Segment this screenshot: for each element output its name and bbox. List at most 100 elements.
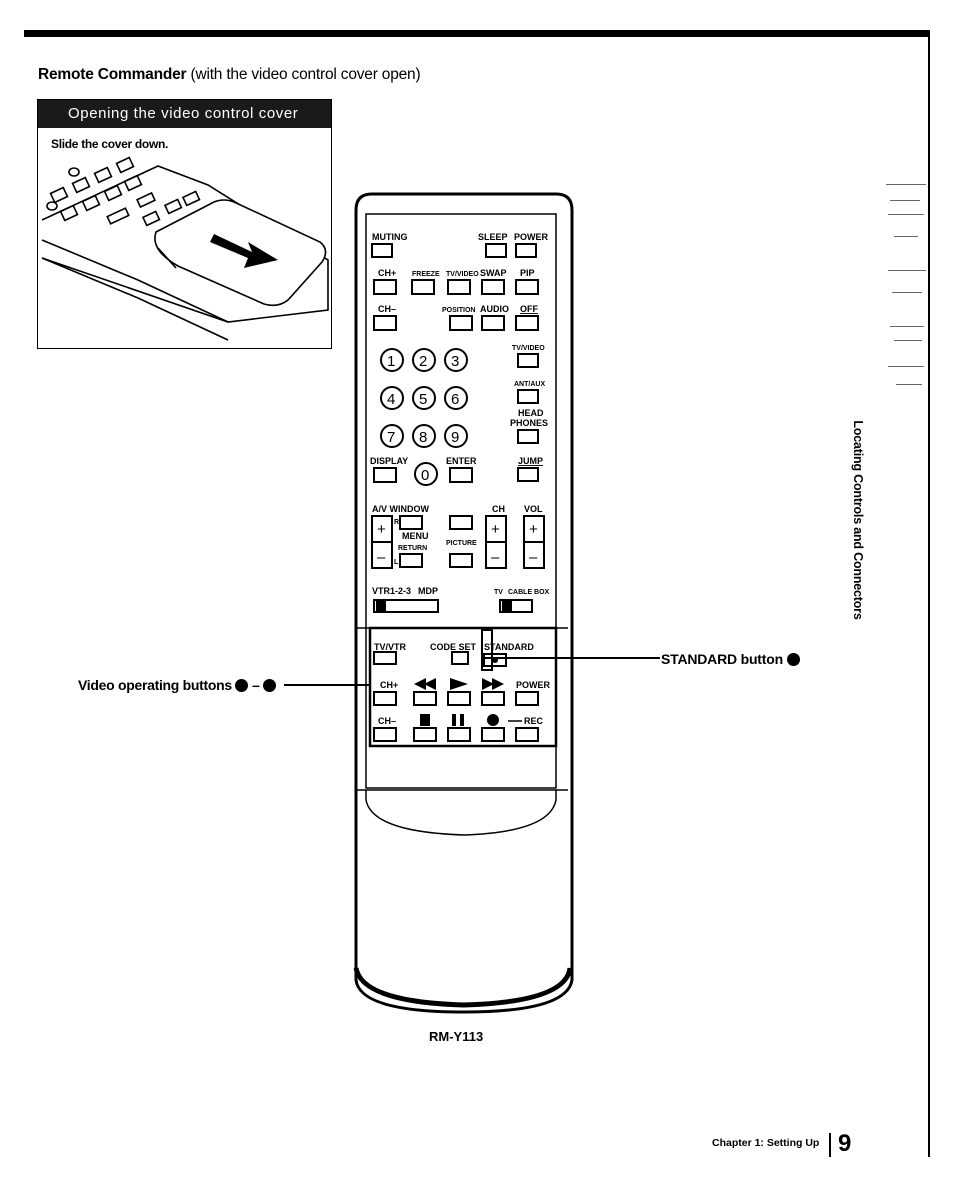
stop-button[interactable] xyxy=(413,727,437,742)
play-button[interactable] xyxy=(447,691,471,706)
digit-2-button[interactable] xyxy=(412,348,436,372)
ch-plus-button[interactable] xyxy=(373,279,397,295)
jump-label: JUMP xyxy=(518,456,543,466)
jump-button[interactable] xyxy=(517,467,539,482)
digit-6-button[interactable] xyxy=(444,386,468,410)
ch-minus-vtr-button[interactable] xyxy=(373,727,397,742)
picture-minus-button[interactable] xyxy=(449,553,473,568)
digit-6-label: 6 xyxy=(451,391,459,408)
display-label: DISPLAY xyxy=(370,456,408,466)
ref-mark-icon xyxy=(263,679,277,692)
ch-minus-vtr-label: CH– xyxy=(378,716,396,726)
r-label: R xyxy=(394,519,399,526)
video-operating-label: Video operating buttons – xyxy=(78,677,277,693)
cover-illustration xyxy=(41,156,329,341)
digit-8-button[interactable] xyxy=(412,424,436,448)
rewind-button[interactable] xyxy=(413,691,437,706)
digit-7-label: 7 xyxy=(387,429,395,446)
code-set-button[interactable] xyxy=(451,651,469,665)
digit-4-button[interactable] xyxy=(380,386,404,410)
muting-button[interactable] xyxy=(371,243,393,258)
vtr-switch[interactable] xyxy=(373,599,439,613)
pip-button[interactable] xyxy=(515,279,539,295)
ant-aux-button[interactable] xyxy=(517,389,539,404)
ch-label: CH xyxy=(492,504,505,514)
pip-label: PIP xyxy=(520,268,535,278)
standard-label-text: STANDARD button xyxy=(661,651,783,667)
tv-vtr-button[interactable] xyxy=(373,651,397,665)
digit-4-label: 4 xyxy=(387,391,395,408)
digit-0-button[interactable] xyxy=(414,462,438,486)
vol-plus: + xyxy=(529,521,538,538)
off-button[interactable] xyxy=(515,315,539,331)
ch-plus-label: CH+ xyxy=(378,268,396,278)
standard-label: STANDARD xyxy=(484,642,534,652)
ch-minus-button[interactable] xyxy=(373,315,397,331)
digit-0-label: 0 xyxy=(421,467,429,484)
rec-label: REC xyxy=(524,716,544,726)
l-label: L xyxy=(394,559,399,566)
digit-9-label: 9 xyxy=(451,429,459,446)
freeze-button[interactable] xyxy=(411,279,435,295)
picture-plus-button[interactable] xyxy=(449,515,473,530)
tv-vtr-label: TV/VTR xyxy=(374,642,407,652)
code-set-label: CODE SET xyxy=(430,642,477,652)
pause-button[interactable] xyxy=(447,727,471,742)
av-window-label: A/V WINDOW xyxy=(372,504,429,514)
ref-mark-icon xyxy=(786,653,800,666)
ant-aux-label: ANT/AUX xyxy=(514,381,545,388)
position-label: POSITION xyxy=(442,307,475,314)
heading-bold: Remote Commander xyxy=(38,66,187,83)
ch-rocker-plus: + xyxy=(491,521,500,538)
picture-label: PICTURE xyxy=(446,540,477,547)
audio-button[interactable] xyxy=(481,315,505,331)
inset-title: Opening the video control cover xyxy=(38,100,331,128)
standard-button-label: STANDARD button xyxy=(661,651,800,667)
side-section-title: Locating Controls and Connectors xyxy=(851,420,865,620)
ch-plus-vtr-label: CH+ xyxy=(380,680,398,690)
video-label-text: Video operating buttons xyxy=(78,677,232,693)
r-button[interactable] xyxy=(399,515,423,530)
digit-9-button[interactable] xyxy=(444,424,468,448)
vtr-power-button[interactable] xyxy=(515,691,539,706)
stop-icon xyxy=(420,714,430,726)
power-label: POWER xyxy=(514,232,549,242)
headphones-button[interactable] xyxy=(517,429,539,444)
power-button[interactable] xyxy=(515,243,537,258)
vol-label: VOL xyxy=(524,504,543,514)
video-callout-line xyxy=(284,684,370,686)
standard-button[interactable] xyxy=(483,653,507,667)
window-minus: – xyxy=(377,549,386,566)
record-button[interactable] xyxy=(481,727,505,742)
rewind-icon xyxy=(414,678,436,690)
digit-1-button[interactable] xyxy=(380,348,404,372)
vtr-switch-knob xyxy=(376,600,386,612)
display-button[interactable] xyxy=(373,467,397,483)
tv-video-button[interactable] xyxy=(447,279,471,295)
return-label: RETURN xyxy=(398,545,427,552)
return-button[interactable] xyxy=(399,553,423,568)
tv-label: TV xyxy=(494,589,503,596)
ch-rocker-minus: – xyxy=(491,549,500,566)
ch-plus-vtr-button[interactable] xyxy=(373,691,397,706)
enter-button[interactable] xyxy=(449,467,473,483)
vtr-power-label: POWER xyxy=(516,680,551,690)
tv-video-side-button[interactable] xyxy=(517,353,539,368)
off-label: OFF xyxy=(520,304,538,314)
vtr-label: VTR1-2-3 xyxy=(372,586,411,596)
heading-rest: (with the video control cover open) xyxy=(186,66,421,83)
rec-button[interactable] xyxy=(515,727,539,742)
sleep-button[interactable] xyxy=(485,243,507,258)
digit-3-button[interactable] xyxy=(444,348,468,372)
head-label: HEAD xyxy=(518,408,544,418)
sleep-label: SLEEP xyxy=(478,232,508,242)
digit-8-label: 8 xyxy=(419,429,427,446)
digit-5-label: 5 xyxy=(419,391,427,408)
digit-5-button[interactable] xyxy=(412,386,436,410)
enter-label: ENTER xyxy=(446,456,477,466)
position-button[interactable] xyxy=(449,315,473,331)
swap-button[interactable] xyxy=(481,279,505,295)
digit-7-button[interactable] xyxy=(380,424,404,448)
fast-forward-button[interactable] xyxy=(481,691,505,706)
tv-cable-switch[interactable] xyxy=(499,599,533,613)
